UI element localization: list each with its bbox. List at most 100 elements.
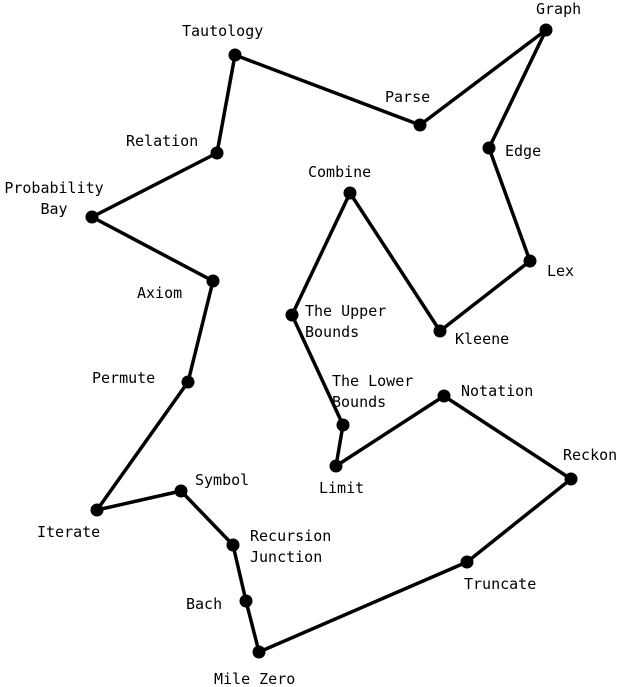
node-dot-recursion-junction [226, 538, 240, 552]
node-label-limit: Limit [319, 479, 364, 497]
node-label-line: Junction [250, 548, 322, 566]
edge-notation-to-limit [334, 394, 446, 468]
node-label-reckon: Reckon [563, 446, 617, 464]
node-label-parse: Parse [385, 88, 430, 106]
node-label-edge: Edge [505, 142, 541, 160]
node-label-truncate: Truncate [464, 575, 536, 593]
node-label-line: Probability [4, 179, 103, 197]
edge-bach-to-mile-zero [244, 599, 261, 654]
node-label-line: Notation [461, 382, 533, 400]
edge-limit-to-the-lower-bounds [334, 423, 345, 468]
edges-layer [90, 28, 573, 654]
node-dot-relation [210, 146, 224, 160]
node-reckon: Reckon [563, 446, 617, 486]
node-dot-the-upper-bounds [285, 308, 299, 322]
node-label-line: Bounds [332, 393, 386, 411]
node-edge: Edge [482, 141, 541, 160]
node-notation: Notation [437, 382, 533, 403]
node-label-line: Edge [505, 142, 541, 160]
node-iterate: Iterate [37, 503, 104, 541]
node-dot-bach [239, 594, 253, 608]
edge-the-lower-bounds-to-the-upper-bounds [290, 313, 345, 427]
node-kleene: Kleene [433, 324, 509, 348]
edge-lex-to-edge [487, 146, 532, 263]
edge-axiom-to-permute [186, 279, 215, 384]
node-dot-truncate [460, 555, 474, 569]
edge-edge-to-graph [487, 28, 548, 150]
node-dot-axiom [206, 274, 220, 288]
node-label-lex: Lex [547, 262, 574, 280]
node-label-line: Kleene [455, 330, 509, 348]
node-dot-iterate [90, 503, 104, 517]
node-label-line: Bounds [305, 323, 359, 341]
node-combine: Combine [308, 163, 371, 200]
node-label-line: Truncate [464, 575, 536, 593]
node-dot-lex [523, 254, 537, 268]
node-label-line: The Lower [332, 372, 413, 390]
node-label-line: Bach [186, 595, 222, 613]
node-truncate: Truncate [460, 555, 536, 593]
node-dot-kleene [433, 324, 447, 338]
edge-probability-bay-to-axiom [90, 215, 215, 283]
node-label-line: Parse [385, 88, 430, 106]
node-symbol: Symbol [174, 471, 249, 498]
edge-symbol-to-recursion-junction [179, 489, 235, 547]
node-label-notation: Notation [461, 382, 533, 400]
node-dot-combine [343, 186, 357, 200]
node-dot-limit [329, 459, 343, 473]
edge-graph-to-parse [418, 28, 548, 127]
node-label-line: Graph [536, 0, 581, 18]
node-dot-permute [181, 375, 195, 389]
node-parse: Parse [385, 88, 430, 132]
edge-parse-to-tautology [233, 53, 422, 127]
edge-combine-to-kleene [348, 191, 442, 333]
node-label-line: Combine [308, 163, 371, 181]
edge-iterate-to-symbol [95, 489, 183, 512]
node-tautology: Tautology [182, 22, 263, 62]
node-dot-graph [539, 23, 553, 37]
node-label-graph: Graph [536, 0, 581, 18]
edge-tautology-to-relation [215, 53, 237, 155]
node-dot-edge [482, 141, 496, 155]
edge-permute-to-iterate [95, 380, 190, 512]
edge-recursion-junction-to-bach [231, 543, 248, 603]
node-label-line: Limit [319, 479, 364, 497]
edge-relation-to-probability-bay [90, 151, 219, 219]
node-label-bach: Bach [186, 595, 222, 613]
edge-mile-zero-to-truncate [257, 560, 469, 654]
node-relation: Relation [126, 132, 224, 160]
edge-kleene-to-lex [438, 259, 532, 333]
node-label-combine: Combine [308, 163, 371, 181]
node-dot-reckon [564, 472, 578, 486]
node-label-line: Symbol [195, 471, 249, 489]
node-label-line: The Upper [305, 302, 386, 320]
node-label-line: Relation [126, 132, 198, 150]
node-mile-zero: Mile Zero [214, 645, 295, 687]
node-label-tautology: Tautology [182, 22, 263, 40]
node-label-line: Permute [92, 369, 155, 387]
node-label-line: Reckon [563, 446, 617, 464]
node-lex: Lex [523, 254, 574, 280]
node-dot-notation [437, 389, 451, 403]
node-label-line: Tautology [182, 22, 263, 40]
node-dot-probability-bay [85, 210, 99, 224]
node-label-kleene: Kleene [455, 330, 509, 348]
edge-the-upper-bounds-to-combine [290, 191, 352, 317]
node-graph: Graph [536, 0, 581, 37]
node-dot-mile-zero [252, 645, 266, 659]
edge-reckon-to-notation [442, 394, 573, 481]
node-label-line: Recursion [250, 527, 331, 545]
node-bach: Bach [186, 594, 253, 613]
node-label-axiom: Axiom [137, 284, 182, 302]
node-limit: Limit [319, 459, 364, 497]
node-dot-tautology [228, 48, 242, 62]
node-label-iterate: Iterate [37, 523, 100, 541]
